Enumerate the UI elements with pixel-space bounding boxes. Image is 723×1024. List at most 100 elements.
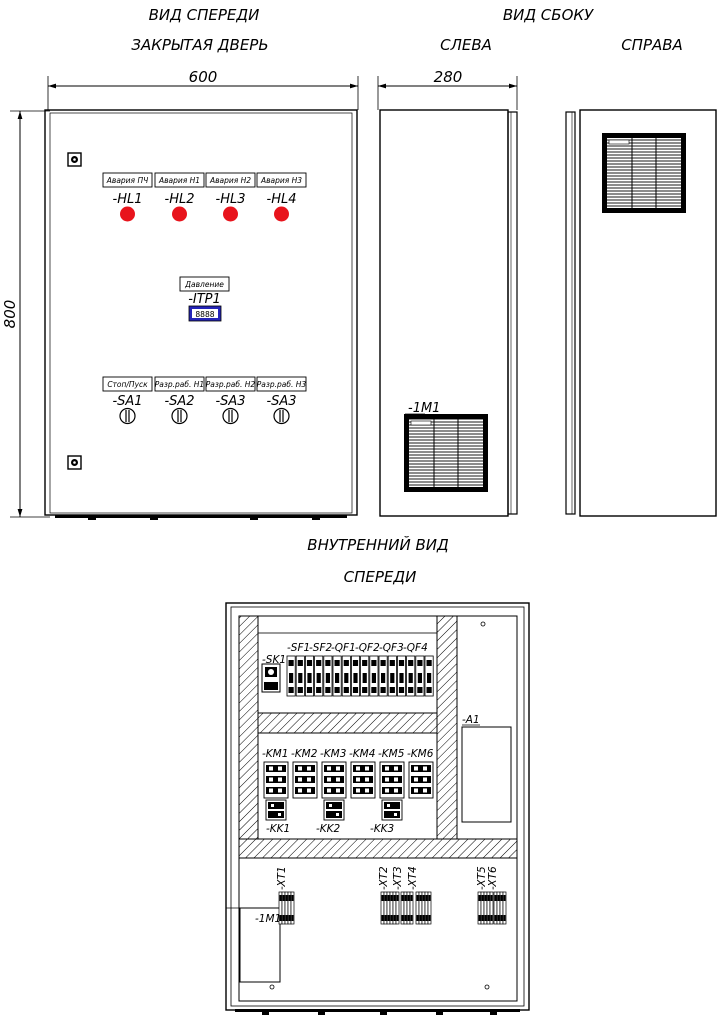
switch-label: Стоп/Пуск [107,380,148,389]
contactor-tag: -KM3 [320,748,346,760]
relay-tag: -KK1 [266,823,290,835]
cable-duct-right [436,615,458,840]
front-door-view: Авария ПЧ -HL1 Авария Н1 -HL2 Авария Н2 … [44,109,358,520]
red-lamp-icon [172,206,187,222]
pressure-tag: -ITP1 [188,292,221,307]
terminal-block-icon [415,891,432,925]
terminal-tag: -XT5 [476,866,488,890]
breaker-icon [314,655,324,697]
lamp-hl2: Авария Н1 -HL2 [154,172,205,222]
breaker-tag: -QF2 [355,642,380,654]
contactor-icon [263,761,289,799]
terminal-tag: -XT3 [392,866,404,890]
lamp-label: Авария ПЧ [106,176,148,185]
sk1-tag: -SK1 [262,654,286,666]
front-door-feet [55,515,347,520]
contactors [263,761,434,821]
terminal-tag: -XT6 [487,866,499,890]
cable-duct-left [238,615,259,840]
terminal-block-icon [380,891,400,925]
breaker-tag: -QF1 [331,642,356,654]
internal-front-heading: СПЕРЕДИ [344,568,417,586]
switch-label: Разр.раб. Н3 [257,380,307,389]
red-lamp-icon [223,206,238,222]
contactor-tag: -KM1 [262,748,288,760]
relay-tags: -KK1 -KK2 -KK3 [266,823,394,835]
breaker-tags: -SF1 -SF2 -QF1 -QF2 -QF3 -QF4 [287,642,428,654]
closed-door-heading: ЗАКРЫТАЯ ДВЕРЬ [131,36,268,54]
selector-switch-icon [273,407,290,425]
height-dimension: 800 [1,110,50,518]
lamp-hl3: Авария Н2 -HL3 [205,172,256,222]
sk1-thermostat-icon [261,663,281,693]
switch-sa3-b: Разр.раб. Н3 -SA3 [256,376,307,425]
internal-fan-outline [239,907,281,983]
circuit-breakers [286,655,434,697]
relay-tag: -KK3 [370,823,394,835]
contactor-icon [408,761,434,799]
internal-view: -SF1 -SF2 -QF1 -QF2 -QF3 -QF4 -SK1 -KM1 … [225,602,530,1015]
switch-label: Разр.раб. Н2 [206,380,256,389]
depth-dimension: 280 [377,68,518,110]
a1-module [461,726,512,823]
breaker-icon [415,655,425,697]
breaker-tag: -QF4 [403,642,428,654]
terminal-block-icon [477,891,494,925]
internal-fan-tag: -1M1 [255,913,281,925]
terminal-block-icon [400,891,414,925]
pressure-indicator: Давление -ITP1 8888 [179,276,230,322]
terminal-tag: -XT4 [407,866,419,890]
width-dimension: 600 [47,68,359,110]
depth-value: 280 [434,68,463,86]
internal-feet [235,1009,520,1015]
lamp-tag: -HL2 [165,192,195,207]
breaker-icon [424,655,434,697]
lamp-tag: -HL4 [267,192,297,207]
left-heading: СЛЕВА [440,36,492,54]
breaker-icon [406,655,416,697]
pressure-label: Давление [184,280,224,289]
thermal-relay-icon [265,799,287,821]
breaker-icon [304,655,314,697]
height-value: 800 [1,300,19,329]
right-heading: СПРАВА [621,36,683,54]
switch-sa3: Разр.раб. Н2 -SA3 [205,376,256,425]
lamp-tag: -HL1 [113,192,143,207]
breaker-tag: -SF2 [309,642,332,654]
lamp-hl1: Авария ПЧ -HL1 [102,172,153,222]
contactor-icon [292,761,318,799]
contactor-tags: -KM1 -KM2 -KM3 -KM4 -KM5 -KM6 [262,748,434,760]
cable-duct-bottom [238,838,518,859]
switch-tag: -SA3 [266,394,296,409]
side-view-left: -1M1 [379,109,518,517]
contactor-tag: -KM6 [407,748,434,760]
breaker-icon [396,655,406,697]
internal-view-heading: ВНУТРЕННИЙ ВИД [307,535,449,554]
breaker-icon [332,655,342,697]
red-lamp-icon [120,206,135,222]
side-view-right [565,109,717,517]
terminal-blocks [278,891,507,925]
switch-sa2: Разр.раб. Н1 -SA2 [154,376,205,425]
a1-tag: -A1 [462,714,480,726]
contactor-icon [379,761,405,799]
terminal-block-icon [493,891,507,925]
terminal-block-icon [278,891,295,925]
thermal-relay-icon [323,799,345,821]
red-lamp-icon [274,206,289,222]
terminal-tag: -XT2 [378,866,390,890]
switch-label: Разр.раб. Н1 [155,380,204,389]
selector-switch-icon [119,407,136,425]
cable-duct-middle [257,712,438,734]
contactor-tag: -KM4 [349,748,375,760]
breaker-icon [295,655,305,697]
door-lock-top-icon [67,152,82,167]
width-value: 600 [189,68,218,86]
contactor-tag: -KM2 [291,748,318,760]
lamp-label: Авария Н1 [158,176,200,185]
front-view-heading: ВИД СПЕРЕДИ [149,6,260,24]
breaker-tag: -QF3 [379,642,404,654]
switch-tag: -SA1 [112,394,142,409]
switch-tag: -SA3 [215,394,245,409]
